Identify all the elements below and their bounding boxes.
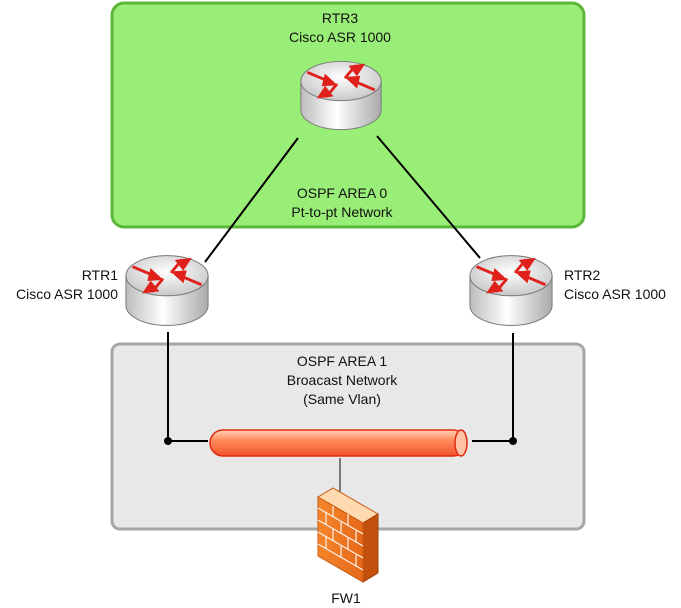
rtr1-name: RTR1 (82, 267, 119, 283)
rtr3-model: Cisco ASR 1000 (289, 29, 391, 45)
junction-dot-right (509, 437, 517, 445)
rtr3-name: RTR3 (322, 10, 359, 26)
rtr2-name: RTR2 (564, 267, 601, 283)
area1-note: (Same Vlan) (303, 391, 381, 407)
area0-title: OSPF AREA 0 (297, 185, 387, 201)
fw1-name: FW1 (331, 590, 361, 606)
router-icon[interactable] (124, 254, 210, 327)
area1-subtitle: Broacast Network (287, 372, 398, 388)
area1-title: OSPF AREA 1 (297, 353, 387, 369)
rtr2-model: Cisco ASR 1000 (564, 286, 666, 302)
junction-dot-left (164, 437, 172, 445)
link-rtr3-rtr2 (376, 135, 481, 259)
area0-subtitle: Pt-to-pt Network (291, 204, 393, 220)
firewall-icon[interactable] (317, 487, 379, 583)
link-rtr3-rtr1 (204, 137, 299, 263)
rtr1-model: Cisco ASR 1000 (16, 286, 118, 302)
router-icon[interactable] (468, 254, 554, 327)
router-icon[interactable] (299, 59, 383, 132)
broadcast-segment (209, 429, 468, 457)
